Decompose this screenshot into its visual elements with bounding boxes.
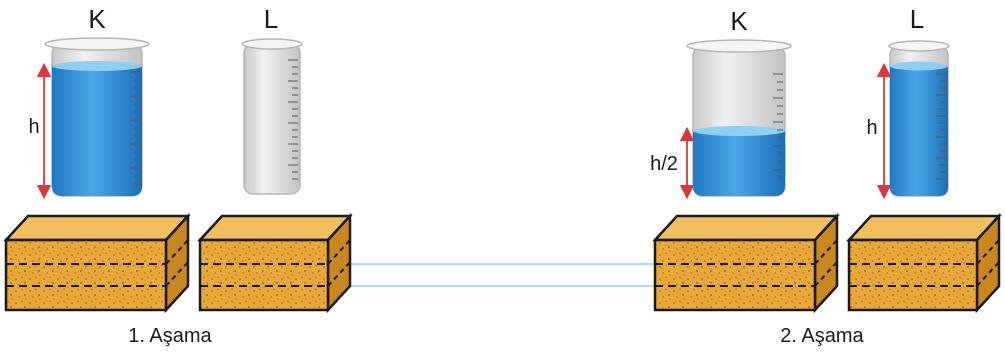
stage2-l-label: L bbox=[910, 4, 924, 34]
stage2-container-k: K h/2 bbox=[650, 6, 792, 200]
sponge-block-4 bbox=[846, 212, 1002, 314]
stage1-container-k: K h bbox=[28, 4, 150, 200]
sponge-block-1 bbox=[3, 212, 191, 314]
stage2-k-height-label: h/2 bbox=[650, 153, 678, 175]
stage1-l-label: L bbox=[264, 4, 278, 34]
stage1-container-l: L bbox=[241, 4, 303, 195]
stage2-caption: 2. Aşama bbox=[780, 325, 864, 347]
stage2-l-water bbox=[890, 61, 948, 196]
stage1-k-label: K bbox=[88, 4, 106, 34]
stage2-l-height-label: h bbox=[866, 117, 877, 139]
sponge-block-3 bbox=[652, 212, 840, 314]
stage1-k-height-label: h bbox=[28, 116, 39, 138]
stage2-k-water bbox=[693, 126, 785, 196]
stage1-caption: 1. Aşama bbox=[128, 325, 212, 347]
stage2-container-l: L h bbox=[866, 4, 950, 200]
sponge-block-2 bbox=[197, 212, 353, 314]
stage2-k-label: K bbox=[730, 6, 748, 36]
stage1-k-water bbox=[52, 61, 142, 196]
